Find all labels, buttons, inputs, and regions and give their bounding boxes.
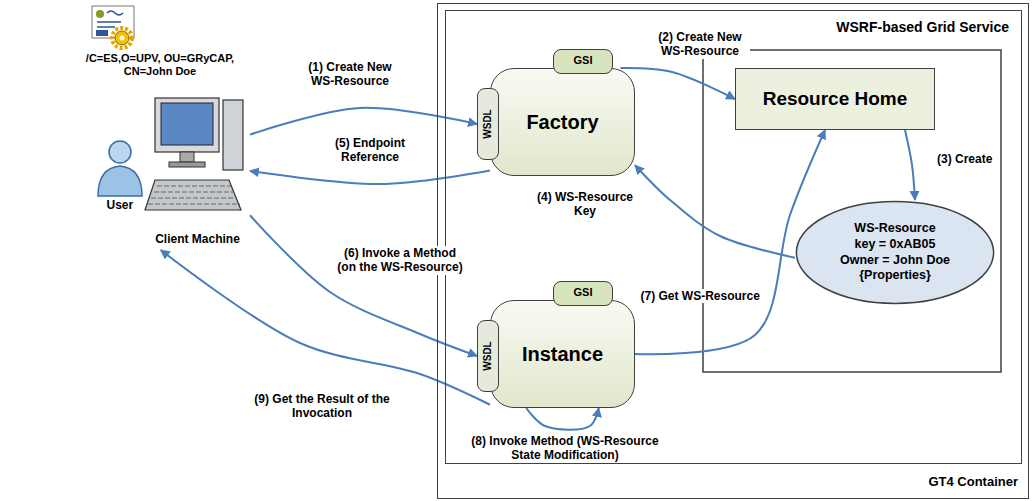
certificate-dn: /C=ES,O=UPV, OU=GRyCAP, CN=John Doe <box>71 52 249 78</box>
step-label: (9) Get the Result of the Invocation <box>242 392 402 421</box>
monitor-screen <box>161 103 213 145</box>
client-machine: Client Machine <box>145 92 250 250</box>
keyboard-keys <box>148 204 240 205</box>
computer-tower <box>223 100 243 170</box>
user-label: User <box>105 198 136 212</box>
step-label: (5) Endpoint Reference <box>328 136 413 165</box>
step-label: (7) Get WS-Resource <box>639 289 762 303</box>
node-label: key = 0xAB05 <box>855 237 936 253</box>
user-body <box>98 166 142 196</box>
monitor-stand <box>180 152 194 162</box>
node-label: GSI <box>574 54 593 67</box>
flow-arrow <box>635 130 825 354</box>
node-label: WS-Resource <box>854 221 935 237</box>
container-box: GT4 ContainerWSRF-based Grid ServiceGSIW… <box>437 3 1029 499</box>
resource-frame <box>703 50 1001 372</box>
user-icon <box>98 141 142 196</box>
gear-body <box>115 31 129 45</box>
certificate-lines <box>97 11 123 27</box>
keyboard-keys <box>157 186 231 187</box>
certificate-seal <box>96 10 104 18</box>
node-label: GT4 Container <box>928 474 1018 490</box>
keyboard-keys <box>154 192 234 193</box>
resource-home-box: Resource Home <box>735 68 935 130</box>
node-label: Factory <box>526 110 598 134</box>
certificate-band <box>96 30 108 36</box>
flow-arrow <box>621 68 736 99</box>
monitor-base <box>169 162 205 167</box>
flow-arrow <box>250 171 490 184</box>
gear-teeth <box>112 28 132 48</box>
node-label: GSI <box>574 286 593 299</box>
keyboard-keys <box>151 198 237 199</box>
node-label: WSDL <box>482 109 494 138</box>
service-box: WSRF-based Grid ServiceGSI WSDL Factory Res… <box>445 10 1022 464</box>
flow-arrow <box>905 130 915 200</box>
flow-arrow <box>526 408 599 430</box>
flow-arrow <box>635 165 795 258</box>
step-label: (6) Invoke a Method (on the WS-Resource) <box>333 246 468 275</box>
step-label: (3) Create <box>935 152 994 166</box>
keyboard <box>145 180 241 210</box>
node-label: Resource Home <box>763 88 908 111</box>
step-label: (2) Create New WS-Resource <box>650 30 750 59</box>
flow-arrow <box>250 108 477 135</box>
instance-box: Instance <box>490 300 635 408</box>
node-label: Client Machine <box>155 232 240 246</box>
node-label: {Properties} <box>859 268 931 284</box>
gear-hole <box>120 36 125 41</box>
monitor-frame <box>155 98 219 152</box>
wsdl-tab: WSDL <box>477 88 499 160</box>
user-head <box>109 141 131 163</box>
node-label: WSRF-based Grid Service <box>836 19 1009 36</box>
ws-resource-ellipse: WS-Resourcekey = 0xAB05Owner = John Doe{… <box>795 200 995 305</box>
node-label: Owner = John Doe <box>840 253 950 269</box>
step-label: (1) Create New WS-Resource <box>300 60 400 89</box>
certificate-icon <box>92 6 134 48</box>
wsdl-tab: WSDL <box>477 320 499 392</box>
step-label: (4) WS-Resource Key <box>530 190 640 219</box>
gsi-tab: GSI <box>553 281 613 306</box>
factory-box: Factory <box>490 68 635 176</box>
ellipse-shape <box>796 202 993 304</box>
node-label: Instance <box>522 342 603 366</box>
gsi-tab: GSI <box>553 49 613 74</box>
node-label: WSDL <box>482 341 494 370</box>
computer-icon <box>145 92 250 250</box>
step-label: (8) Invoke Method (WS-Resource State Mod… <box>458 434 673 463</box>
